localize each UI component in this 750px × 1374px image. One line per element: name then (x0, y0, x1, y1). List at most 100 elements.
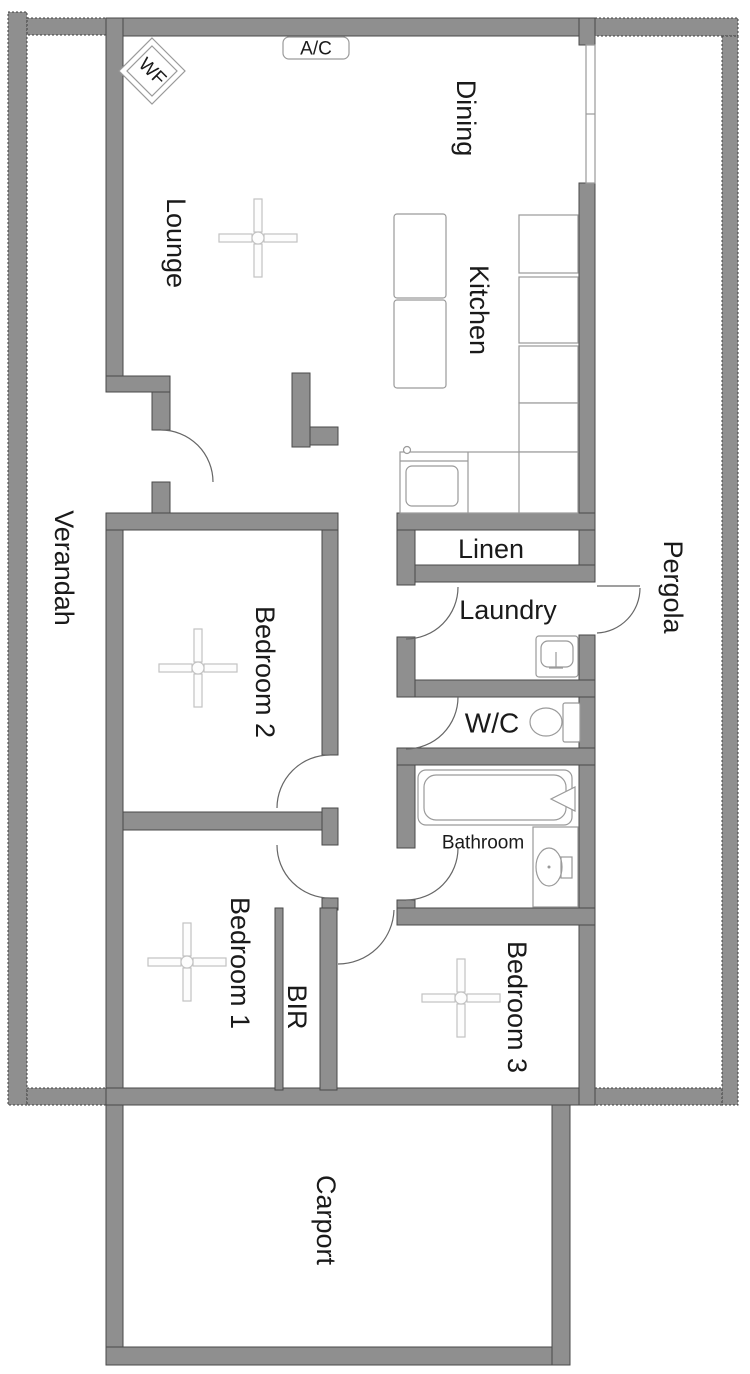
room-label-bathroom: Bathroom (442, 833, 524, 854)
corner-bench (518, 402, 579, 453)
ceiling-fan-icon (182, 967, 192, 1002)
wall-segment (414, 564, 596, 583)
door-swing-icon-laundry (405, 586, 459, 640)
door-swing-icon-bedroom3 (337, 909, 395, 965)
door-swing-icon-bedroom2 (276, 754, 331, 809)
doors (160, 429, 641, 965)
wall-segment (105, 17, 124, 393)
room-label-wc: W/C (465, 708, 519, 739)
verandah-edge-top (26, 17, 107, 36)
ceiling-fan-icon (192, 957, 227, 967)
ceiling-fan-hub (191, 661, 205, 675)
sink-faucet (402, 445, 412, 455)
ceiling-fan-icon (193, 673, 203, 708)
wall-segment (396, 907, 596, 926)
ceiling-fan-icon (147, 957, 182, 967)
wall-segment (105, 1346, 571, 1366)
toilet-icon (529, 707, 563, 737)
wall-segment (319, 907, 338, 1091)
fireplace (118, 37, 186, 105)
room-label-laundry: Laundry (459, 595, 557, 625)
fridge-cabinet (518, 214, 579, 274)
ceiling-fan-icon (421, 993, 456, 1003)
room-label-lounge: Lounge (161, 198, 191, 288)
laundry-tub-faucet (549, 652, 563, 669)
wall-segment (105, 512, 339, 531)
bathroom-fixtures (417, 769, 579, 908)
ceiling-fan-bedroom3 (421, 958, 501, 1038)
corner-fireplace-inner (126, 45, 178, 97)
ceiling-fan-icon (182, 922, 192, 957)
wall-segment (105, 513, 124, 1106)
wall-segment (151, 391, 171, 431)
wall-segment (321, 807, 339, 846)
wall-segment (321, 529, 339, 756)
room-label-verandah: Verandah (49, 510, 79, 626)
corner-fireplace-icon (118, 37, 186, 105)
ceiling-fan-bedroom2 (158, 628, 238, 708)
ac-unit (282, 36, 350, 60)
wall-segment (414, 679, 596, 698)
bathtub-icon (417, 769, 573, 826)
room-label-dining: Dining (451, 80, 481, 157)
verandah-edge-west (7, 11, 28, 1106)
kitchen-sink-icon (405, 465, 459, 507)
room-label-bir: BIR (282, 984, 312, 1029)
ceiling-fan-icon (193, 628, 203, 663)
verandah-edge-south (26, 1087, 107, 1106)
wall-segment (396, 747, 596, 766)
ceiling-fan-icon (263, 233, 298, 243)
walls (105, 17, 596, 1366)
ceiling-fan-icon (253, 198, 263, 233)
door-swing-icon-bathroom (405, 847, 459, 901)
wall-segment (105, 1104, 124, 1366)
ceiling-fan-icon (218, 233, 253, 243)
ceiling-fan-icon (253, 243, 263, 278)
wall-segment (105, 375, 171, 393)
door-swing-icon-backdoor (596, 587, 641, 634)
laundry-fixtures (535, 635, 579, 678)
wall-segment (396, 764, 416, 849)
wall-segment (396, 636, 416, 698)
wall-segment (309, 426, 339, 446)
pergola-edge-top (594, 17, 739, 37)
toilet-cistern (562, 702, 581, 743)
wc-fixtures (529, 702, 581, 743)
room-label-bedroom1: Bedroom 1 (225, 897, 255, 1029)
door-swing-icon-bedroom1 (276, 844, 331, 899)
wall-segment (578, 17, 596, 46)
wall-segment (291, 372, 311, 448)
ceiling-fan-icon (466, 993, 501, 1003)
ceiling-fan-hub (180, 955, 194, 969)
wall-segment (151, 481, 171, 515)
label-ac: A/C (300, 39, 332, 60)
room-label-bedroom3: Bedroom 3 (502, 941, 532, 1073)
room-label-kitchen: Kitchen (464, 265, 494, 355)
island-bench-icon (393, 299, 447, 389)
laundry-tub-icon (535, 635, 579, 678)
bathtub-tap (549, 786, 576, 812)
ceiling-fan-bedroom1 (147, 922, 227, 1002)
wall-cabinet (518, 276, 579, 344)
island-bench-icon (393, 213, 447, 299)
kitchen-bench (399, 451, 579, 514)
pergola-edge-east (721, 35, 739, 1106)
outdoor-structures (7, 11, 739, 1106)
ceiling-fan-icon (456, 1003, 466, 1038)
ac-unit-icon (282, 36, 350, 60)
room-label-bedroom2: Bedroom 2 (250, 606, 280, 738)
door-swing-icon-entry (160, 429, 214, 483)
room-label-carport: Carport (311, 1175, 341, 1266)
pergola-edge-south (594, 1087, 723, 1106)
ceiling-fan-hub (251, 231, 265, 245)
room-label-pergola: Pergola (658, 540, 688, 634)
wall-segment (274, 907, 284, 1091)
wall-segment (551, 1104, 571, 1366)
basin-faucet (560, 856, 573, 879)
wall-cabinet (518, 345, 579, 404)
ceiling-fan-icon (158, 663, 193, 673)
bench-edge-line (400, 452, 520, 513)
wall-segment (122, 811, 323, 831)
